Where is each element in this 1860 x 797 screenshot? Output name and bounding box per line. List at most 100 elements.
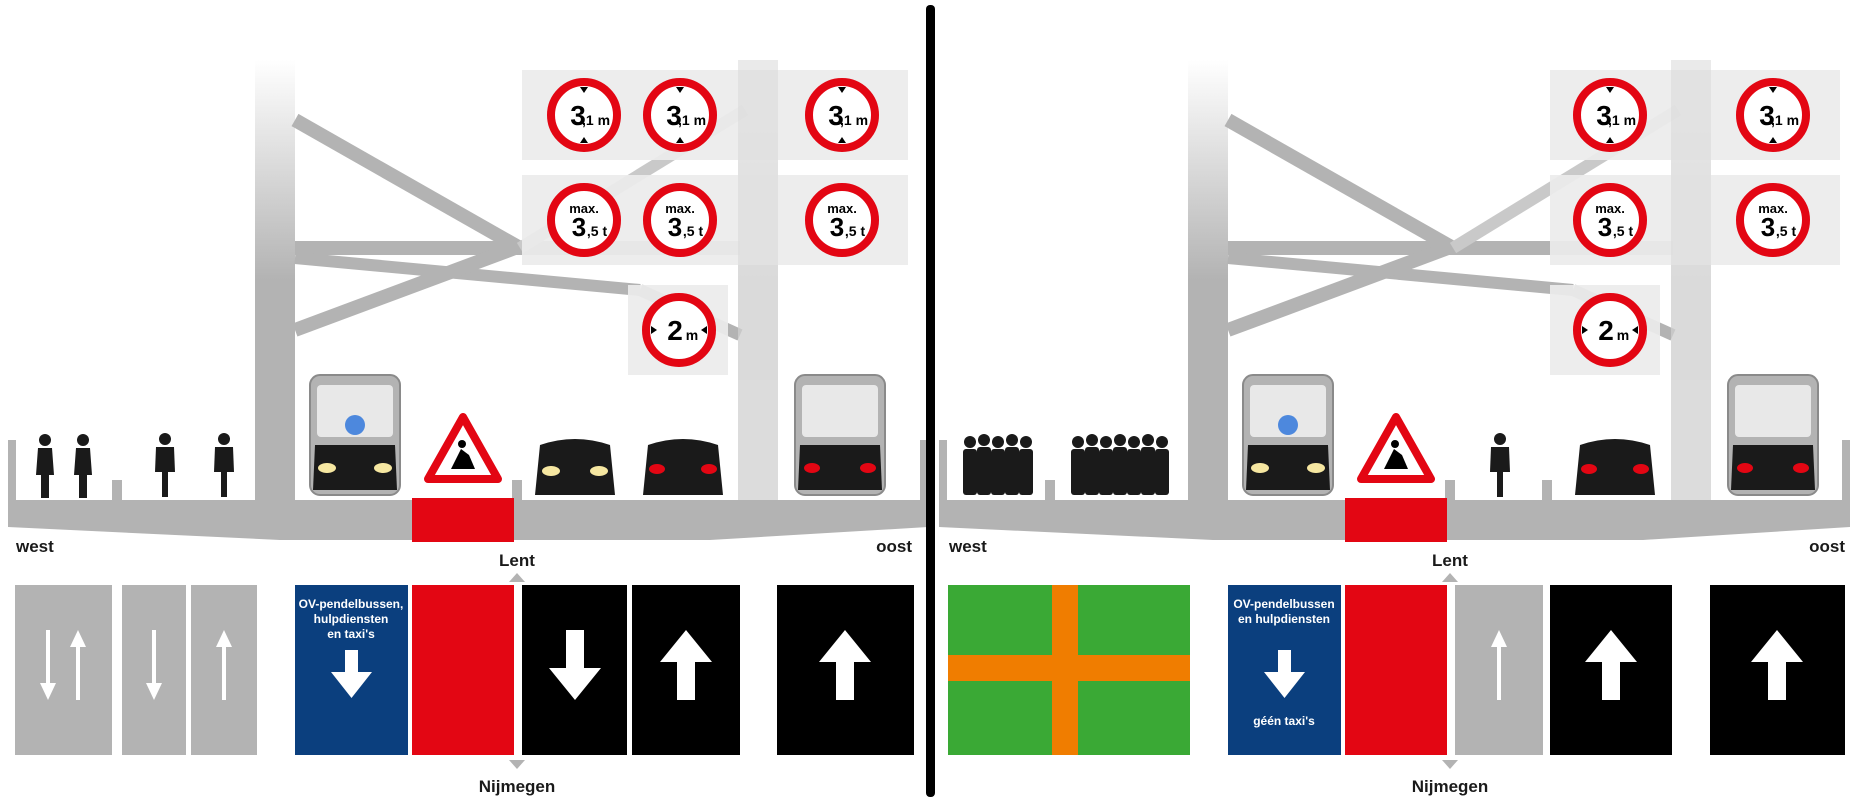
width-sign-unit: m xyxy=(1617,327,1629,343)
weight-sign-unit: ,5 t xyxy=(1613,223,1634,239)
weight-sign-label: max. xyxy=(827,201,857,216)
arrow-up-icon xyxy=(216,630,232,700)
width-sign-number: 2 xyxy=(667,315,683,346)
car-rear-icon xyxy=(1575,439,1655,495)
max-weight-sign: max. 3 ,5 t xyxy=(547,183,621,257)
weight-sign-label: max. xyxy=(665,201,695,216)
roadwork-warning-sign xyxy=(424,413,502,483)
arrow-up-icon xyxy=(660,630,712,700)
weight-sign-number: 3 xyxy=(572,212,586,242)
left-scenario: 3 ,1 m 3 ,1 m 3 ,1 m max. 3 ,5 t max. 3 … xyxy=(8,60,928,796)
height-sign-number: 3 xyxy=(666,100,682,131)
arrow-up-icon xyxy=(70,630,86,700)
max-height-sign: 3 ,1 m xyxy=(547,78,621,152)
pedestrian-crowd-icon xyxy=(963,434,1033,495)
left-closed-lane-deck-marker xyxy=(412,498,514,542)
left-pylon-west xyxy=(255,60,295,500)
weight-sign-number: 3 xyxy=(1761,212,1775,242)
north-indicator-icon xyxy=(509,573,525,582)
right-scenario: 3 ,1 m 3 ,1 m max. 3 ,5 t max. 3 ,5 t 2 … xyxy=(939,60,1850,796)
max-height-sign: 3 ,1 m xyxy=(1736,78,1810,152)
bus-with-car-rear-icon xyxy=(794,374,886,496)
right-bridge-deck xyxy=(939,440,1850,542)
max-width-sign: 2 m xyxy=(642,293,716,367)
width-sign-number: 2 xyxy=(1598,315,1614,346)
max-weight-sign: max. 3 ,5 t xyxy=(1736,183,1810,257)
arrow-down-icon xyxy=(40,630,56,700)
height-sign-number: 3 xyxy=(1759,100,1775,131)
height-sign-number: 3 xyxy=(570,100,586,131)
weight-sign-unit: ,5 t xyxy=(683,223,704,239)
south-label: Nijmegen xyxy=(479,777,556,796)
height-sign-number: 3 xyxy=(828,100,844,131)
height-sign-unit: ,1 m xyxy=(678,112,706,128)
west-label: west xyxy=(948,537,987,556)
roadwork-warning-sign xyxy=(1357,413,1435,483)
car-front-icon xyxy=(535,439,615,495)
max-height-sign: 3 ,1 m xyxy=(643,78,717,152)
arrow-down-icon xyxy=(146,630,162,700)
height-sign-unit: ,1 m xyxy=(1771,112,1799,128)
north-label: Lent xyxy=(499,551,535,570)
max-weight-sign: max. 3 ,5 t xyxy=(805,183,879,257)
cyclist-icon xyxy=(214,433,234,497)
weight-sign-number: 3 xyxy=(830,212,844,242)
north-indicator-icon xyxy=(1442,573,1458,582)
weight-sign-label: max. xyxy=(1758,201,1788,216)
arrow-up-icon xyxy=(1585,630,1637,700)
max-height-sign: 3 ,1 m xyxy=(805,78,879,152)
height-sign-unit: ,1 m xyxy=(582,112,610,128)
south-indicator-icon xyxy=(509,760,525,769)
left-bridge-deck xyxy=(8,440,928,542)
arrow-down-icon xyxy=(331,650,372,698)
arrow-down-icon xyxy=(549,630,601,700)
arrow-down-icon xyxy=(1264,650,1305,698)
max-weight-sign: max. 3 ,5 t xyxy=(643,183,717,257)
east-label: oost xyxy=(1809,537,1845,556)
south-label: Nijmegen xyxy=(1412,777,1489,796)
bus-with-emergency-car-icon xyxy=(309,374,401,496)
height-sign-unit: ,1 m xyxy=(1608,112,1636,128)
weight-sign-label: max. xyxy=(569,201,599,216)
arrow-up-icon xyxy=(1491,630,1507,700)
cyclist-icon xyxy=(1490,433,1510,497)
car-rear-icon xyxy=(643,439,723,495)
arrow-up-icon xyxy=(819,630,871,700)
right-lane-configuration: OV-pendelbussen en hulpdiensten géén tax… xyxy=(948,585,1845,755)
pedestrian-icon xyxy=(74,434,92,498)
bus-with-emergency-car-icon xyxy=(1242,374,1334,496)
weight-sign-number: 3 xyxy=(668,212,682,242)
lane-note-footer: géén taxi's xyxy=(1253,714,1315,728)
weight-sign-label: max. xyxy=(1595,201,1625,216)
west-label: west xyxy=(15,537,54,556)
cyclist-icon xyxy=(155,433,175,497)
lane-box-closed-worksite xyxy=(412,585,514,755)
lane-note-line: OV-pendelbussen, xyxy=(299,597,404,611)
bus-with-car-rear-icon xyxy=(1727,374,1819,496)
pedestrian-crowd-icon xyxy=(1071,434,1169,495)
north-label: Lent xyxy=(1432,551,1468,570)
right-pylon-west xyxy=(1188,60,1228,500)
lane-box-closed-worksite xyxy=(1345,585,1447,755)
south-indicator-icon xyxy=(1442,760,1458,769)
lane-note-line: en taxi's xyxy=(327,627,375,641)
left-lane-configuration: OV-pendelbussen, hulpdiensten en taxi's xyxy=(15,585,914,755)
weight-sign-number: 3 xyxy=(1598,212,1612,242)
weight-sign-unit: ,5 t xyxy=(845,223,866,239)
lane-box xyxy=(15,585,112,755)
weight-sign-unit: ,5 t xyxy=(587,223,608,239)
height-sign-unit: ,1 m xyxy=(840,112,868,128)
max-width-sign: 2 m xyxy=(1573,293,1647,367)
height-sign-number: 3 xyxy=(1596,100,1612,131)
scenario-divider xyxy=(926,5,935,797)
weight-sign-unit: ,5 t xyxy=(1776,223,1797,239)
pedestrian-icon xyxy=(36,434,54,498)
right-closed-lane-deck-marker xyxy=(1345,498,1447,542)
max-height-sign: 3 ,1 m xyxy=(1573,78,1647,152)
lane-box-closed-cross xyxy=(948,585,1190,755)
lane-note-line: OV-pendelbussen xyxy=(1233,597,1334,611)
lane-note-line: hulpdiensten xyxy=(314,612,389,626)
lane-note-line: en hulpdiensten xyxy=(1238,612,1330,626)
east-label: oost xyxy=(876,537,912,556)
